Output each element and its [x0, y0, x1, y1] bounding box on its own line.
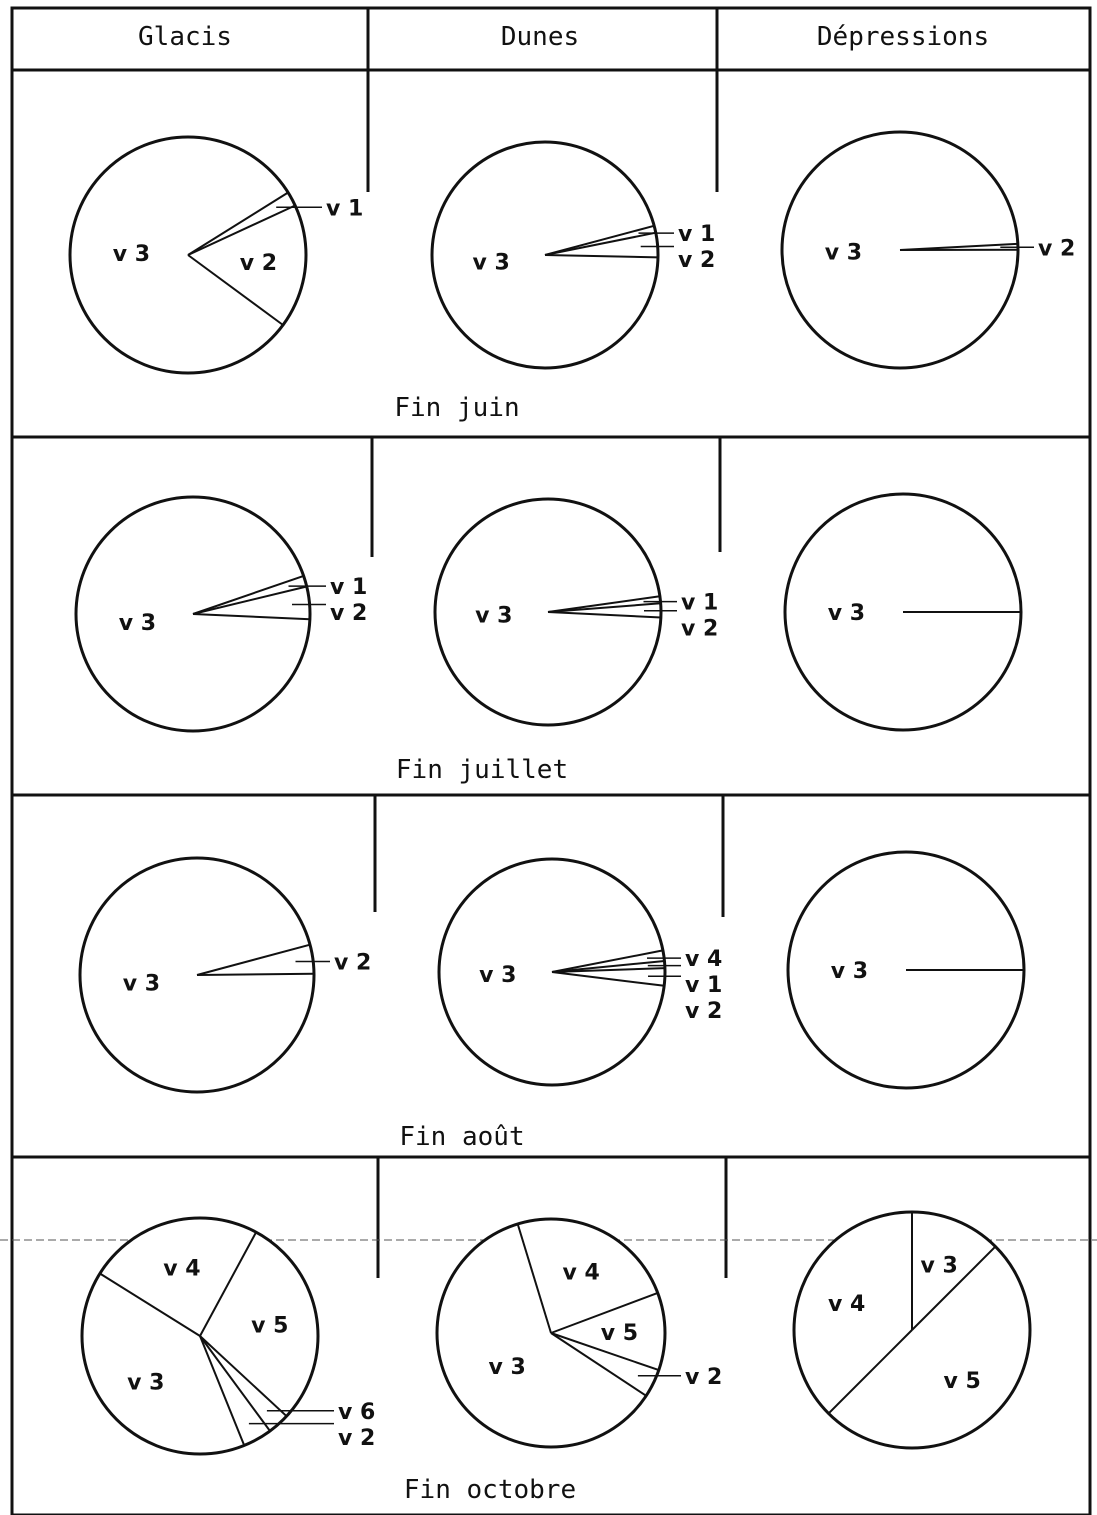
column-header-depressions: Dépressions — [817, 22, 989, 52]
pie-slice-label-v-2: v 2 — [1038, 236, 1075, 261]
pie-fin-juin-glacis: v 3 v 2 v 1 — [68, 135, 363, 375]
pie-slice-label-v-3: v 3 — [475, 604, 512, 629]
pie-slice-boundary — [199, 1335, 288, 1417]
pie-slice-label-v-2: v 2 — [338, 1426, 375, 1451]
pie-fin-ao-t-glacis: v 3 v 2 — [78, 856, 371, 1094]
period-label-aout: Fin août — [399, 1122, 524, 1152]
pie-slice-boundary — [187, 191, 289, 256]
pie-fin-juin-dunes: v 3 v 2v 1 — [430, 140, 715, 370]
pie-slice-boundary — [547, 602, 661, 613]
pie-fin-ao-t-d-pressions: v 3 — [786, 850, 1026, 1090]
pie-slice-boundary — [547, 595, 661, 613]
pie-slice-label-v-3: v 3 — [489, 1355, 526, 1380]
pie-slice-label-v-3: v 3 — [123, 972, 160, 997]
pie-slice-label-v-4: v 4 — [163, 1257, 200, 1282]
period-label-octobre: Fin octobre — [404, 1475, 576, 1505]
pie-slice-boundary — [551, 949, 664, 973]
pie-slice-label-v-3: v 3 — [479, 963, 516, 988]
pie-slice-label-v-2: v 2 — [334, 951, 371, 976]
pie-slice-label-v-1: v 1 — [685, 973, 722, 998]
pie-slice-boundary — [199, 1335, 246, 1446]
pie-fin-ao-t-dunes: v 3 v 2v 1v 4 — [437, 857, 722, 1087]
pie-slice-boundary — [827, 1329, 913, 1415]
pie-slice-label-v-4: v 4 — [563, 1261, 600, 1286]
pie-slice-label-v-2: v 2 — [685, 1365, 722, 1390]
pie-slice-boundary — [550, 1332, 660, 1372]
pie-slice-label-v-4: v 4 — [828, 1292, 865, 1317]
pie-slice-boundary — [911, 1245, 997, 1331]
column-header-glacis: Glacis — [138, 22, 232, 52]
pie-slice-label-v-2: v 2 — [681, 617, 718, 642]
pie-slice-boundary — [196, 943, 311, 976]
pie-slice-boundary — [192, 574, 304, 615]
pie-fin-juillet-d-pressions: v 3 — [783, 492, 1023, 732]
pie-slice-boundary — [192, 585, 307, 615]
pie-slice-label-v-2: v 2 — [678, 248, 715, 273]
pie-fin-juillet-dunes: v 3 v 2v 1 — [433, 497, 718, 727]
pie-slice-boundary — [550, 1291, 659, 1334]
pie-slice-boundary — [551, 971, 665, 987]
pie-slice-boundary — [199, 1335, 271, 1432]
pie-slice-boundary — [187, 204, 296, 256]
pie-slice-label-v-1: v 1 — [330, 575, 367, 600]
pie-fin-octobre-d-pressions: v 3 v 4 v 5 — [792, 1210, 1032, 1450]
pie-slice-boundary — [196, 972, 315, 976]
pie-slice-label-v-3: v 3 — [831, 959, 868, 984]
pie-slice-label-v-5: v 5 — [601, 1321, 638, 1346]
pie-slice-boundary — [551, 967, 665, 973]
pie-slice-label-v-1: v 1 — [326, 196, 363, 221]
pie-slice-label-v-1: v 1 — [678, 222, 715, 247]
pie-slice-boundary — [199, 1231, 257, 1337]
pie-slice-label-v-2: v 2 — [330, 601, 367, 626]
pie-slice-boundary — [544, 231, 656, 256]
pie-slice-boundary — [551, 960, 665, 973]
pie-slice-label-v-5: v 5 — [251, 1313, 288, 1338]
pie-slice-label-v-3: v 3 — [113, 242, 150, 267]
pie-slice-label-v-6: v 6 — [338, 1400, 375, 1425]
period-label-juillet: Fin juillet — [396, 755, 568, 785]
pie-slice-label-v-4: v 4 — [685, 947, 722, 972]
table-border — [10, 6, 1092, 1515]
pie-fin-octobre-glacis: v 3 v 2v 6 v 5 v 4 — [80, 1216, 375, 1456]
pie-fin-juillet-glacis: v 3 v 2v 1 — [74, 495, 367, 733]
pie-fin-octobre-dunes: v 3 v 2 v 5 v 4 — [435, 1217, 722, 1449]
pie-slice-label-v-1: v 1 — [681, 591, 718, 616]
pie-slice-label-v-3: v 3 — [828, 601, 865, 626]
pie-slice-boundary — [899, 242, 1018, 251]
pie-fin-juin-d-pressions: v 3 v 2 — [780, 130, 1075, 370]
pie-slice-boundary — [187, 254, 284, 326]
pie-slice-label-v-2: v 2 — [685, 999, 722, 1024]
pie-slice-label-v-3: v 3 — [920, 1254, 957, 1279]
pie-slice-label-v-5: v 5 — [943, 1369, 980, 1394]
pie-slice-boundary — [544, 254, 659, 259]
pie-slice-label-v-3: v 3 — [119, 611, 156, 636]
pie-slice-label-v-2: v 2 — [240, 251, 277, 276]
column-header-dunes: Dunes — [501, 22, 579, 52]
pie-slice-boundary — [516, 1223, 552, 1334]
pie-slice-label-v-3: v 3 — [825, 241, 862, 266]
period-label-juin: Fin juin — [394, 393, 519, 423]
pie-slice-boundary — [99, 1272, 201, 1337]
pie-slice-boundary — [544, 224, 655, 256]
pie-slice-boundary — [550, 1332, 647, 1397]
pie-slice-boundary — [192, 613, 310, 621]
pie-slice-boundary — [547, 611, 661, 619]
pie-slice-label-v-3: v 3 — [473, 251, 510, 276]
pie-slice-label-v-3: v 3 — [127, 1371, 164, 1396]
